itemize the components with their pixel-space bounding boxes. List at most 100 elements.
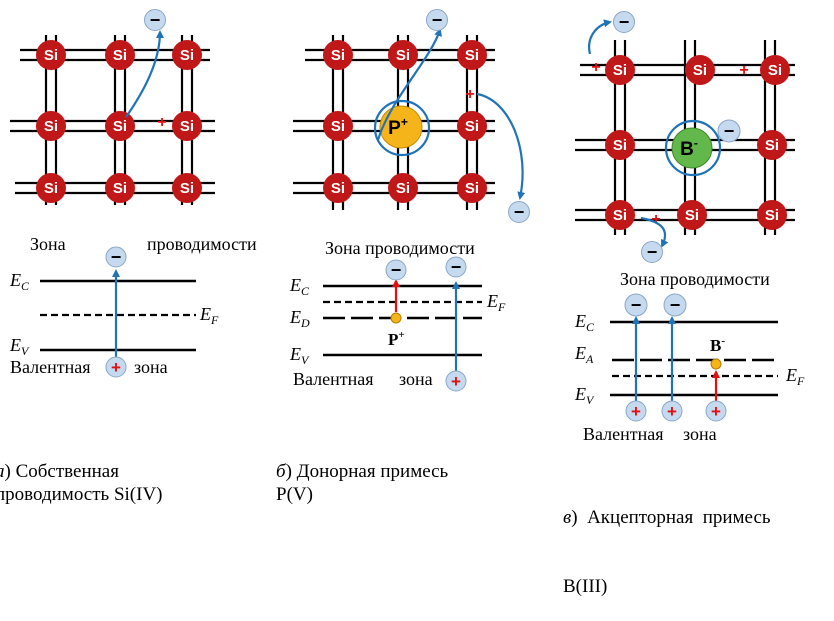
caption-letter: в (563, 507, 572, 528)
svg-text:Si: Si (180, 47, 194, 64)
free-electron: − (426, 9, 448, 31)
zone-conduction-label: проводимости (147, 234, 257, 254)
si-atom: Si (36, 40, 66, 70)
ev-label: EV (9, 335, 30, 358)
svg-text:Si: Si (113, 180, 127, 197)
caption-panel-b: б) Донорная примесь P(V) (276, 460, 448, 506)
panel-c-atoms: Si Si Si Si Si Si Si Si B- − (605, 55, 790, 230)
zone-conduction-label: Зона (30, 234, 66, 254)
si-atom: Si (760, 55, 790, 85)
ed-label: ED (289, 307, 310, 330)
band-hole: + (625, 400, 647, 422)
zone-valence-label: зона (399, 369, 433, 389)
donor-level-dot (390, 312, 402, 324)
svg-text:Si: Si (693, 62, 707, 79)
hole-plus: + (157, 114, 166, 131)
zone-valence-label: зона (134, 357, 168, 377)
electron-jump-arrow (125, 30, 164, 118)
zone-valence-label: зона (683, 424, 717, 444)
si-atom: Si (605, 55, 635, 85)
zone-valence-label: Валентная (293, 369, 374, 389)
thermal-electron-arrow (476, 92, 526, 200)
svg-text:−: − (514, 202, 525, 222)
svg-text:Si: Si (180, 118, 194, 135)
ef-label: EF (486, 291, 506, 314)
free-electron: − (613, 11, 635, 33)
svg-text:Si: Si (768, 62, 782, 79)
svg-text:+: + (711, 402, 721, 421)
svg-text:−: − (451, 257, 462, 277)
free-electron: − (641, 241, 663, 263)
svg-text:Si: Si (465, 180, 479, 197)
ec-label: EC (574, 311, 595, 334)
svg-text:+: + (111, 358, 121, 377)
band-hole: + (445, 370, 467, 392)
si-atom: Si (323, 111, 353, 141)
electron-escape-arrow (588, 19, 612, 55)
svg-text:−: − (647, 242, 658, 262)
si-atom: Si (172, 111, 202, 141)
si-atom: Si (757, 130, 787, 160)
zone-conduction-label: Зона проводимости (620, 269, 770, 289)
svg-text:−: − (670, 295, 681, 315)
svg-text:−: − (111, 247, 122, 267)
si-atom: Si (388, 173, 418, 203)
si-atom: Si (323, 173, 353, 203)
acceptor-level-dot (710, 358, 722, 370)
ev-label: EV (574, 384, 595, 407)
svg-text:Si: Si (465, 118, 479, 135)
svg-text:P+: P+ (388, 115, 408, 139)
svg-text:Si: Si (113, 47, 127, 64)
svg-text:+: + (451, 372, 461, 391)
captured-electron: − (717, 119, 741, 143)
zone-valence-label: Валентная (10, 357, 91, 377)
ea-label: EA (574, 343, 594, 366)
zone-valence-label: Валентная (583, 424, 664, 444)
si-atom: Si (105, 40, 135, 70)
svg-text:Si: Si (331, 180, 345, 197)
caption-line: проводимость Si(IV) (0, 484, 163, 505)
svg-text:Si: Si (113, 118, 127, 135)
si-atom: Si (36, 111, 66, 141)
panel-a-atoms: Si Si Si Si Si Si Si Si Si (36, 40, 202, 203)
ev-label: EV (289, 344, 310, 367)
si-atom: Si (677, 200, 707, 230)
svg-text:+: + (667, 402, 677, 421)
si-atom: Si (172, 173, 202, 203)
ion-label: P+ (388, 329, 405, 349)
boron-ion: B- (664, 119, 722, 177)
semiconductor-diagram: Si Si Si Si Si Si Si Si Si − + Зона пров… (9, 9, 805, 444)
svg-text:Si: Si (396, 47, 410, 64)
svg-text:Si: Si (44, 47, 58, 64)
zone-conduction-label: Зона проводимости (325, 238, 475, 258)
svg-text:Si: Si (465, 47, 479, 64)
free-electron: − (508, 201, 530, 223)
si-atom: Si (105, 173, 135, 203)
svg-text:Si: Si (44, 118, 58, 135)
si-atom: Si (388, 40, 418, 70)
phosphorus-ion: P+ (373, 99, 431, 157)
caption-line: ) Собственная (4, 461, 119, 482)
si-atom: Si (605, 130, 635, 160)
band-electron: − (105, 246, 127, 268)
si-atom: Si (323, 40, 353, 70)
donor-electron-arrow (376, 28, 442, 141)
svg-text:Si: Si (331, 118, 345, 135)
band-hole: + (105, 356, 127, 378)
caption-panel-a: а) Собственная проводимость Si(IV) (0, 460, 163, 506)
caption-line: ) Донорная примесь (285, 461, 449, 482)
svg-text:Si: Si (685, 207, 699, 224)
svg-text:−: − (631, 295, 642, 315)
si-atom: Si (105, 111, 135, 141)
band-electron: − (663, 293, 687, 317)
band-electron: − (445, 256, 467, 278)
svg-text:Si: Si (44, 180, 58, 197)
hole-plus: + (465, 86, 474, 103)
caption-letter: а (0, 461, 5, 482)
ef-label: EF (199, 304, 219, 327)
svg-text:Si: Si (613, 137, 627, 154)
si-atom: Si (457, 40, 487, 70)
si-atom: Si (685, 55, 715, 85)
svg-text:−: − (150, 10, 161, 30)
band-electron: − (624, 293, 648, 317)
